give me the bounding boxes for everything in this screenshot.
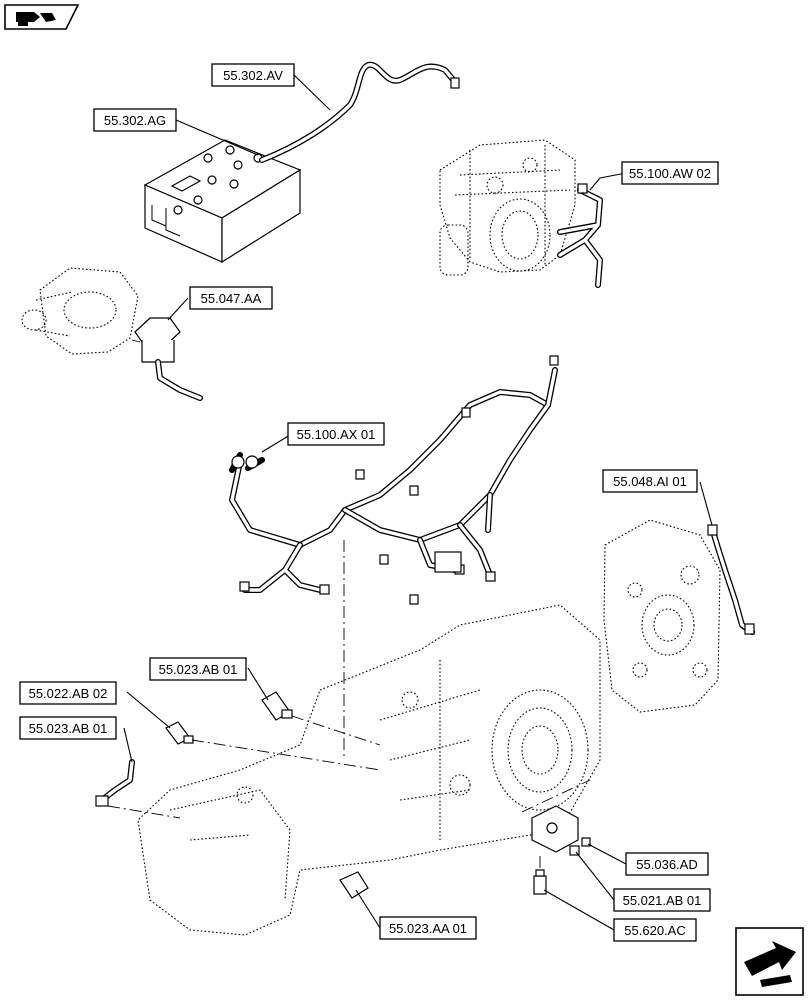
sender-part bbox=[533, 869, 547, 895]
rear-sensor-cable bbox=[707, 524, 755, 635]
valve-block-part bbox=[531, 805, 591, 856]
battery-part bbox=[143, 139, 302, 264]
label-55-302-ag[interactable]: 55.302.AG bbox=[93, 108, 177, 132]
label-55-100-aw-02[interactable]: 55.100.AW 02 bbox=[621, 161, 719, 185]
label-55-023-ab-01-bottom[interactable]: 55.023.AB 01 bbox=[19, 716, 117, 740]
main-harness bbox=[229, 355, 559, 605]
label-55-100-aw-02-text: 55.100.AW 02 bbox=[629, 166, 711, 181]
temp-sensor-part bbox=[261, 691, 293, 721]
axle-hub-part bbox=[21, 267, 139, 355]
switch-part bbox=[339, 871, 369, 899]
label-55-022-ab-02[interactable]: 55.022.AB 02 bbox=[19, 681, 117, 705]
rear-cover-part bbox=[603, 519, 721, 713]
label-55-023-ab-01-top-text: 55.023.AB 01 bbox=[159, 662, 238, 677]
transmission-housing-part bbox=[137, 604, 601, 936]
label-55-302-ag-text: 55.302.AG bbox=[104, 113, 166, 128]
label-55-047-aa[interactable]: 55.047.AA bbox=[189, 286, 273, 310]
wired-sensor-part bbox=[95, 759, 135, 807]
engine-harness bbox=[557, 183, 603, 288]
label-55-021-ab-01-text: 55.021.AB 01 bbox=[623, 893, 702, 908]
battery-cable bbox=[259, 61, 460, 163]
label-55-047-aa-text: 55.047.AA bbox=[201, 291, 262, 306]
center-lines bbox=[107, 339, 591, 870]
label-55-048-ai-01-text: 55.048.AI 01 bbox=[613, 474, 687, 489]
speed-sensor-part bbox=[134, 317, 203, 401]
leader-lines bbox=[123, 74, 713, 931]
label-55-023-aa-01[interactable]: 55.023.AA 01 bbox=[379, 916, 477, 940]
engine-part bbox=[439, 139, 576, 276]
label-55-021-ab-01[interactable]: 55.021.AB 01 bbox=[613, 888, 711, 912]
label-55-620-ac-text: 55.620.AC bbox=[624, 923, 685, 938]
forward-nav-icon[interactable] bbox=[735, 927, 804, 996]
back-nav-icon[interactable] bbox=[4, 4, 80, 30]
label-55-023-aa-01-text: 55.023.AA 01 bbox=[389, 921, 467, 936]
pressure-sensor-part bbox=[165, 721, 194, 745]
label-55-302-av-text: 55.302.AV bbox=[223, 68, 283, 83]
label-55-023-ab-01-bottom-text: 55.023.AB 01 bbox=[29, 721, 108, 736]
label-55-023-ab-01-top[interactable]: 55.023.AB 01 bbox=[149, 657, 247, 681]
label-55-022-ab-02-text: 55.022.AB 02 bbox=[29, 686, 108, 701]
label-55-048-ai-01[interactable]: 55.048.AI 01 bbox=[602, 469, 698, 493]
label-55-100-ax-01[interactable]: 55.100.AX 01 bbox=[287, 422, 385, 446]
label-55-620-ac[interactable]: 55.620.AC bbox=[613, 918, 697, 942]
label-55-036-ad[interactable]: 55.036.AD bbox=[625, 852, 709, 876]
label-55-302-av[interactable]: 55.302.AV bbox=[211, 63, 295, 87]
label-55-036-ad-text: 55.036.AD bbox=[636, 857, 697, 872]
label-55-100-ax-01-text: 55.100.AX 01 bbox=[297, 427, 376, 442]
